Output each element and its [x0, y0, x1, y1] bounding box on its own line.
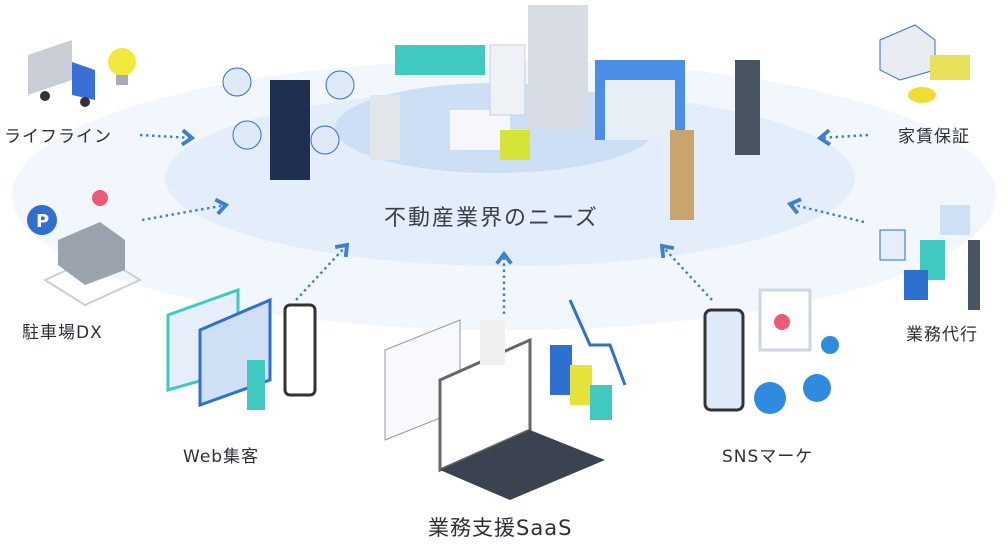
web-marketing-label: Web集客 — [183, 447, 260, 467]
rent-guarantee-label: 家賃保証 — [898, 127, 970, 147]
arrow-outsourcing — [786, 197, 865, 224]
center-office-scene — [222, 5, 760, 220]
lifeline-label: ライフライン — [4, 127, 112, 147]
sns-marketing-label: SNSマーケ — [722, 447, 814, 467]
outsourcing-label: 業務代行 — [906, 325, 978, 345]
svg-text:P: P — [36, 211, 49, 232]
web-browser-icon — [166, 287, 317, 410]
truck-icon — [28, 40, 95, 107]
outsourcing-people-icon — [879, 205, 980, 310]
arrow-rent — [816, 128, 869, 147]
arrow-parking — [141, 197, 230, 222]
arrow-sns — [659, 243, 713, 301]
parking-car-icon: P — [27, 190, 143, 307]
arrow-lifeline — [139, 128, 196, 147]
calendar-coins-icon — [879, 24, 970, 103]
arrow-web — [295, 242, 350, 301]
smartphone-sns-icon — [703, 288, 839, 414]
parking-dx-label: 駐車場DX — [22, 323, 103, 343]
center-title: 不動産業界のニーズ — [384, 206, 599, 231]
light-bulb-icon — [108, 48, 136, 85]
saas-label: 業務支援SaaS — [428, 516, 573, 540]
laptop-saas-icon — [384, 299, 627, 500]
